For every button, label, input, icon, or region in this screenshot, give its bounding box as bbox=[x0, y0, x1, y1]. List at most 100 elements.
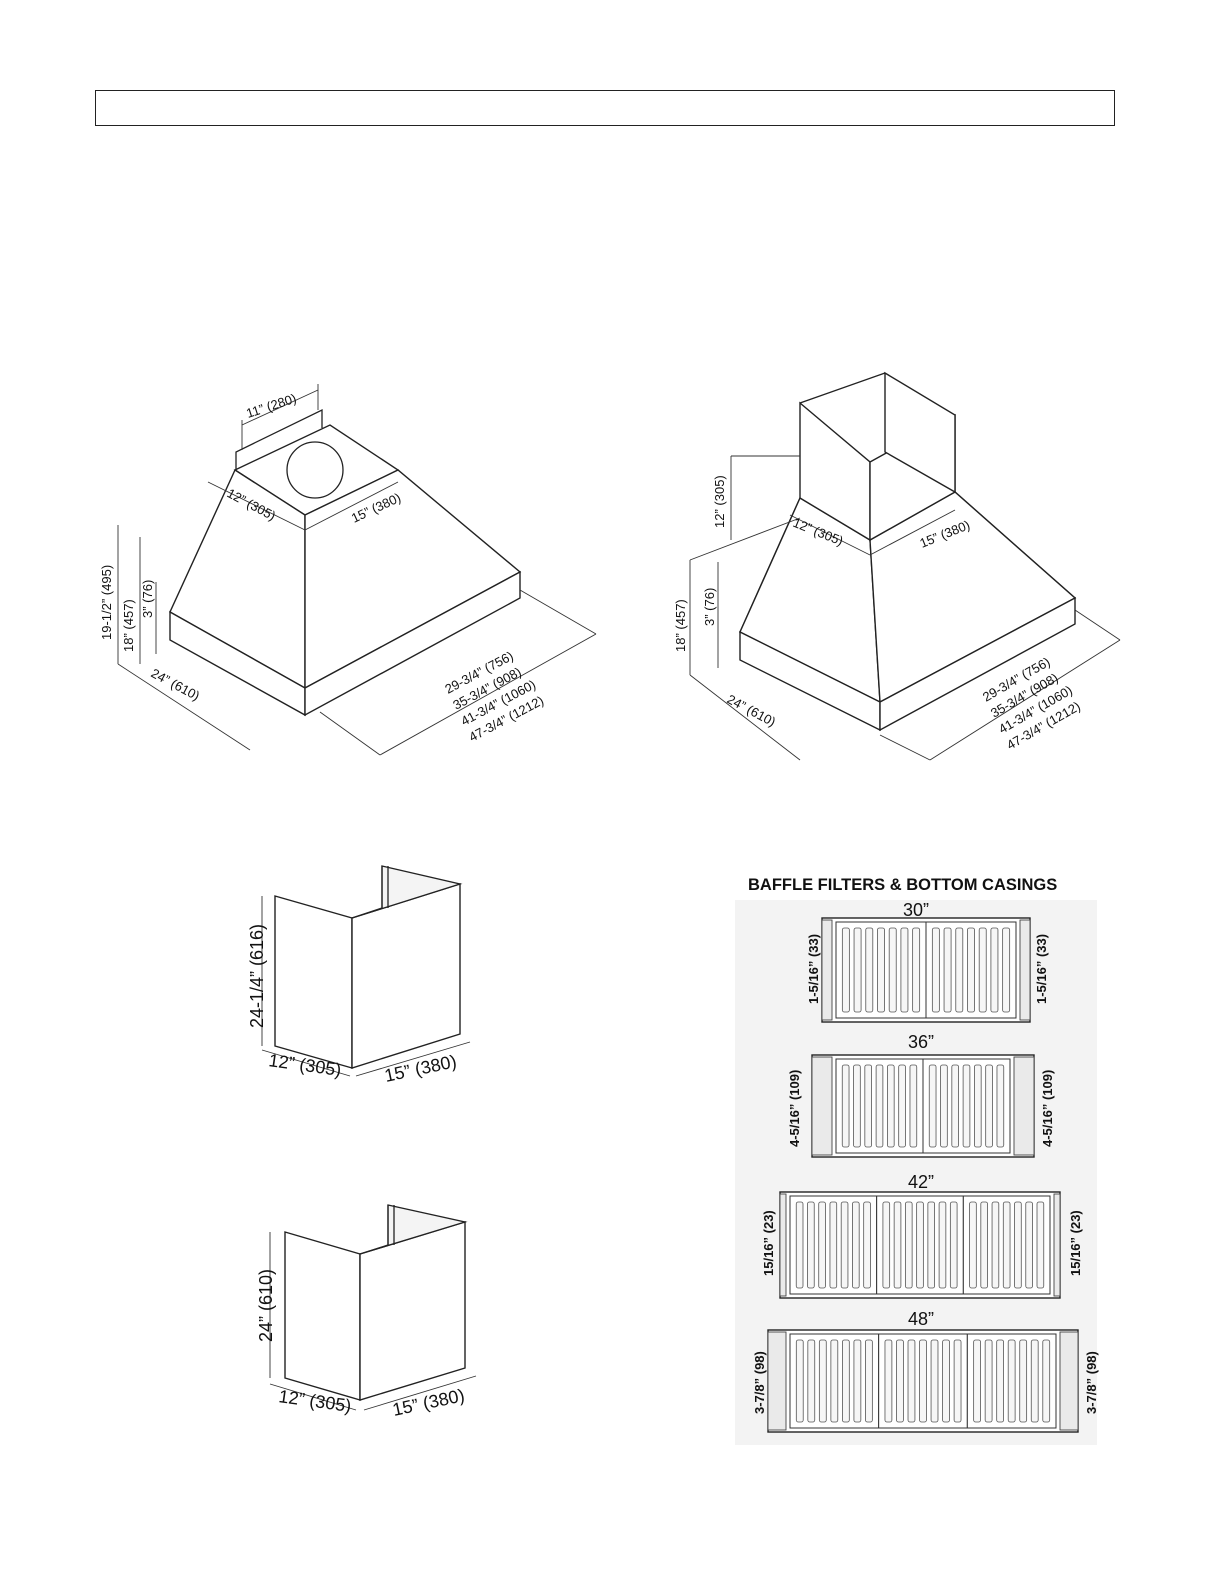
chimney-depth-label: 24” (610) bbox=[725, 691, 779, 729]
filter-slot bbox=[974, 1064, 982, 1148]
baffle-size-30: 30” bbox=[903, 900, 929, 920]
filter-slot bbox=[940, 1064, 948, 1148]
filter-slot bbox=[877, 927, 885, 1013]
chimney-cover-b-drawing bbox=[269, 1204, 477, 1411]
filter-slot bbox=[904, 1201, 913, 1289]
filter-slot bbox=[1007, 1339, 1016, 1423]
casing-36-right: 4-5/16” (109) bbox=[1040, 1070, 1055, 1147]
casing-left bbox=[821, 919, 833, 1021]
casing-42-left: 15/16” (23) bbox=[761, 1210, 776, 1276]
filter-slot bbox=[919, 1339, 927, 1423]
filter-slot bbox=[795, 1201, 804, 1289]
filter-slot bbox=[943, 927, 952, 1013]
filter-slot bbox=[875, 1064, 884, 1148]
hood2-right-lip bbox=[879, 596, 1076, 732]
baffle-filter-42 bbox=[779, 1191, 1061, 1299]
filter-slot bbox=[980, 1201, 988, 1289]
baffle-size-42: 42” bbox=[908, 1172, 934, 1192]
filter-slot bbox=[996, 1339, 1005, 1423]
filter-slot bbox=[969, 1201, 977, 1289]
casing-left bbox=[811, 1056, 833, 1156]
filter-slot bbox=[887, 1064, 895, 1148]
casing-30-right: 1-5/16” (33) bbox=[1034, 934, 1049, 1004]
baffle-filter-48 bbox=[767, 1329, 1079, 1433]
filter-slot bbox=[863, 1201, 871, 1289]
filter-slot bbox=[949, 1201, 958, 1289]
filter-slot bbox=[1002, 927, 1011, 1013]
casing-right bbox=[1053, 1193, 1061, 1297]
filter-slot bbox=[840, 1201, 849, 1289]
island-total-height-label: 19-1/2” (495) bbox=[99, 565, 114, 640]
filter-slot bbox=[909, 1064, 918, 1148]
baffle-title: BAFFLE FILTERS & BOTTOM CASINGS bbox=[748, 876, 1058, 894]
chimney-cover-a-drawing bbox=[261, 865, 471, 1077]
filter-slot bbox=[853, 1064, 861, 1148]
filter-slot bbox=[984, 1339, 993, 1423]
filter-slot bbox=[973, 1339, 981, 1423]
filter-slot bbox=[841, 927, 850, 1013]
filter-slot bbox=[900, 927, 909, 1013]
filter-slot bbox=[955, 927, 964, 1013]
casing-right bbox=[1013, 1056, 1035, 1156]
filter-slot bbox=[864, 1064, 872, 1148]
filter-slot bbox=[907, 1339, 916, 1423]
hood2-chimney-back bbox=[884, 371, 956, 494]
filter-slot bbox=[996, 1064, 1005, 1148]
filter-slot bbox=[931, 927, 940, 1013]
filter-slot bbox=[912, 927, 921, 1013]
filter-slot bbox=[884, 1339, 893, 1423]
filter-slot bbox=[951, 1064, 959, 1148]
casing-left bbox=[779, 1193, 787, 1297]
casing-48-right: 3-7/8” (98) bbox=[1084, 1351, 1099, 1414]
island-body-height-label: 18” (457) bbox=[121, 599, 136, 652]
cover-a-left-panel bbox=[274, 895, 353, 1069]
chimney-lip-height-label: 3” (76) bbox=[702, 588, 717, 626]
filter-slot bbox=[1030, 1339, 1039, 1423]
filter-slot bbox=[853, 1339, 862, 1423]
filter-slot bbox=[818, 1201, 826, 1289]
filter-slot bbox=[852, 1201, 860, 1289]
filter-slot bbox=[807, 1339, 816, 1423]
filter-slot bbox=[818, 1339, 827, 1423]
casing-48-left: 3-7/8” (98) bbox=[752, 1351, 767, 1414]
cover-b-height-label: 24” (610) bbox=[256, 1269, 276, 1342]
filter-slot bbox=[830, 1339, 839, 1423]
duct-width-label: 11” (280) bbox=[244, 391, 298, 421]
filter-slot bbox=[928, 1064, 937, 1148]
filter-slot bbox=[1014, 1201, 1022, 1289]
filter-slot bbox=[930, 1339, 939, 1423]
chimney-height-label: 12” (305) bbox=[712, 475, 727, 528]
filter-slot bbox=[898, 1064, 906, 1148]
island-depth-label: 24” (610) bbox=[149, 665, 203, 703]
filter-slot bbox=[882, 1201, 891, 1289]
filter-slot bbox=[916, 1201, 924, 1289]
filter-slot bbox=[865, 927, 874, 1013]
casing-36-left: 4-5/16” (109) bbox=[787, 1070, 802, 1147]
filter-slot bbox=[865, 1339, 873, 1423]
filter-slot bbox=[841, 1064, 850, 1148]
filter-slot bbox=[842, 1339, 850, 1423]
baffle-filter-36 bbox=[811, 1054, 1035, 1158]
filter-slot bbox=[1025, 1201, 1033, 1289]
filter-slot bbox=[962, 1064, 971, 1148]
duct-collar bbox=[235, 408, 323, 472]
filter-slot bbox=[1042, 1339, 1051, 1423]
chimney-hood-drawing bbox=[689, 371, 1121, 761]
filter-slot bbox=[829, 1201, 838, 1289]
filter-slot bbox=[893, 1201, 902, 1289]
casing-left bbox=[767, 1331, 787, 1431]
cover-b-left-panel bbox=[284, 1231, 361, 1401]
casing-right bbox=[1019, 919, 1031, 1021]
filter-slot bbox=[938, 1201, 947, 1289]
filter-slot bbox=[1019, 1339, 1028, 1423]
casing-right bbox=[1059, 1331, 1079, 1431]
filter-slot bbox=[942, 1339, 950, 1423]
filter-slot bbox=[853, 927, 862, 1013]
casing-42-right: 15/16” (23) bbox=[1068, 1210, 1083, 1276]
filter-slot bbox=[990, 927, 999, 1013]
casing-30-left: 1-5/16” (33) bbox=[806, 934, 821, 1004]
header-box bbox=[95, 90, 1115, 126]
filter-slot bbox=[807, 1201, 815, 1289]
filter-slot bbox=[888, 927, 897, 1013]
